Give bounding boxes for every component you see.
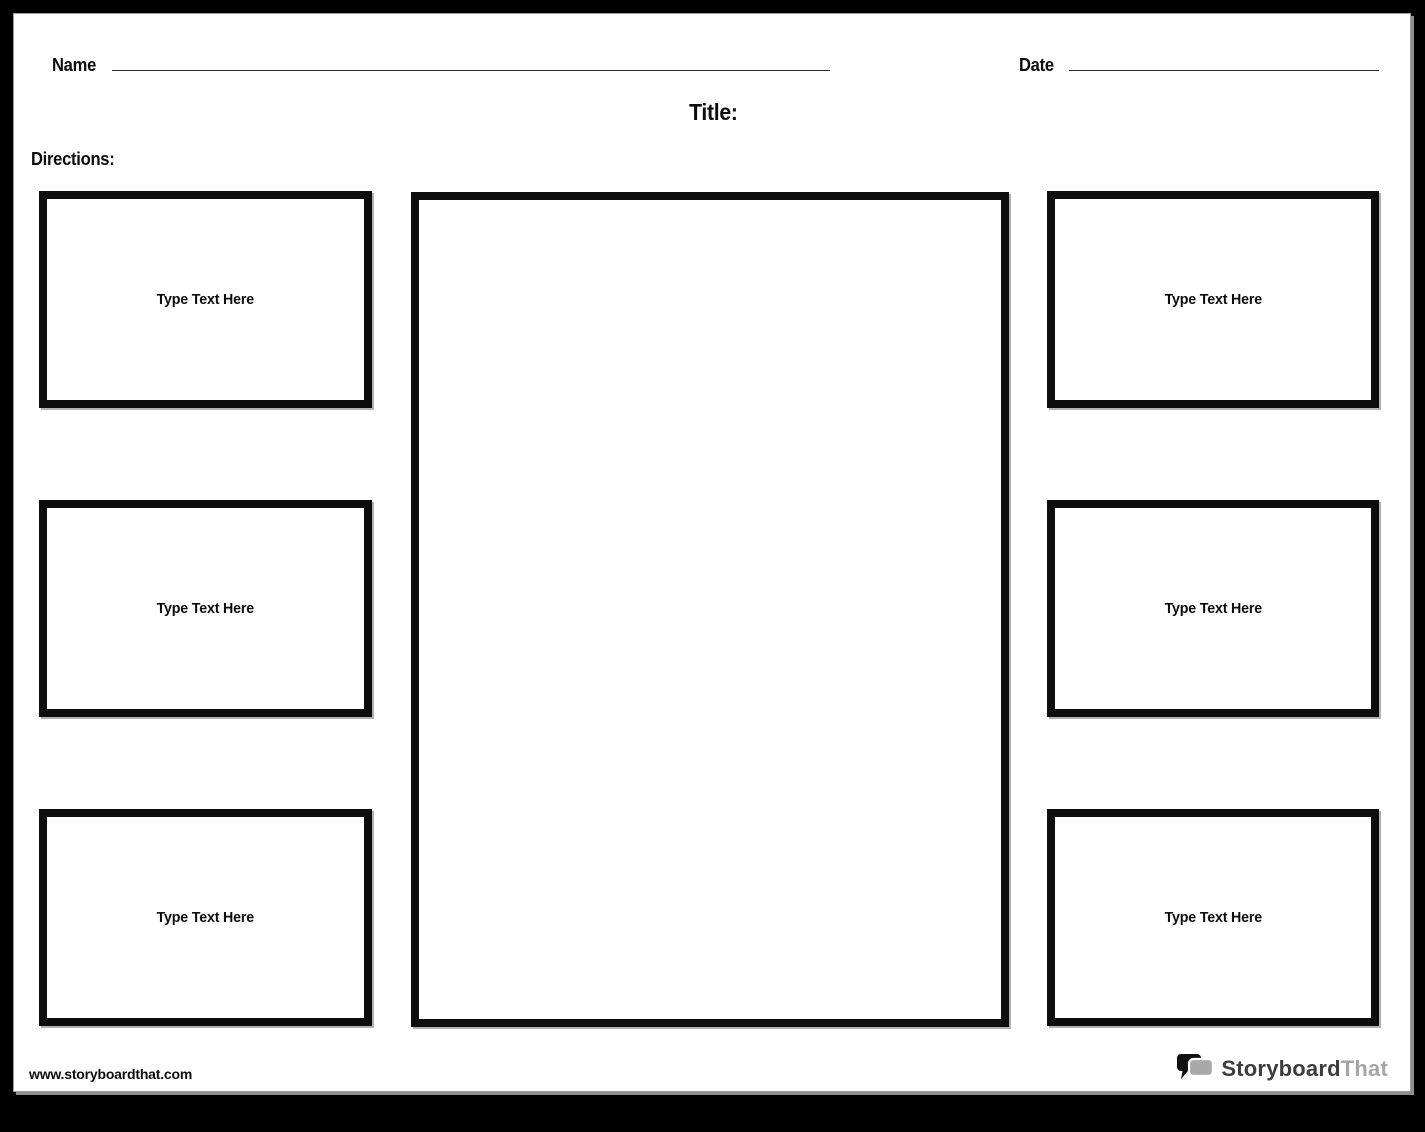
title-label: Title: [688,99,738,125]
text-box-right-1[interactable]: Type Text Here [1047,191,1379,408]
text-box-placeholder[interactable]: Type Text Here [1164,909,1262,926]
logo-text-primary: Storyboard [1221,1056,1341,1081]
center-drawing-area[interactable] [411,192,1009,1027]
logo-wordmark: StoryboardThat [1221,1056,1388,1082]
text-box-placeholder[interactable]: Type Text Here [156,909,255,926]
date-field-row: Date [1019,53,1379,76]
text-box-left-3[interactable]: Type Text Here [39,809,372,1026]
name-write-line [111,53,830,71]
text-box-right-3[interactable]: Type Text Here [1047,809,1379,1026]
worksheet-page: Name Date Title: Directions: Type Text H… [13,13,1411,1092]
footer-url: www.storyboardthat.com [29,1066,193,1082]
text-box-right-2[interactable]: Type Text Here [1047,500,1379,717]
text-box-placeholder[interactable]: Type Text Here [1164,600,1262,617]
directions-row: Directions: [31,149,122,170]
text-box-left-1[interactable]: Type Text Here [39,191,372,408]
date-label: Date [1019,55,1054,75]
directions-label: Directions: [31,149,115,169]
date-write-line [1068,53,1379,71]
text-box-left-2[interactable]: Type Text Here [39,500,372,717]
text-box-placeholder[interactable]: Type Text Here [156,600,255,617]
text-box-placeholder[interactable]: Type Text Here [156,291,255,308]
text-box-placeholder[interactable]: Type Text Here [1164,291,1262,308]
name-field-row: Name [52,53,830,76]
storyboardthat-logo: StoryboardThat [1177,1052,1388,1086]
logo-text-secondary: That [1340,1056,1388,1081]
name-label: Name [52,55,97,75]
title-row: Title: [14,99,1412,126]
speech-bubbles-icon [1177,1052,1215,1086]
